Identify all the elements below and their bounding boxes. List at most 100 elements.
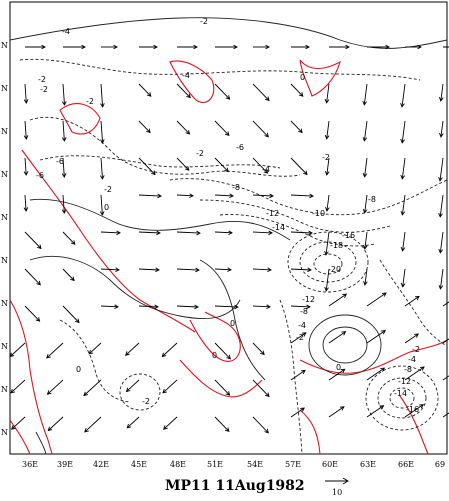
wind-vector	[404, 296, 420, 307]
wind-vector	[290, 332, 307, 344]
wind-vector	[83, 379, 102, 396]
wind-vector	[442, 301, 449, 307]
wind-vector	[290, 407, 305, 418]
wind-vector-head	[301, 369, 306, 375]
contour-ring	[308, 314, 382, 376]
wind-vector	[214, 231, 233, 234]
wind-vector	[62, 231, 76, 245]
wind-vector-head	[70, 240, 76, 245]
wind-vector-head	[385, 44, 390, 50]
wind-vector-head	[125, 387, 131, 393]
wind-vector-head	[70, 276, 75, 282]
lat-tick-label: N	[1, 41, 8, 50]
wind-vector-head	[227, 267, 232, 272]
wind-vector	[325, 268, 330, 291]
wind-vector-head	[269, 193, 274, 199]
wind-vector	[214, 120, 230, 136]
contour-label: -2	[86, 97, 94, 106]
wind-vector	[325, 231, 330, 255]
wind-vector-head	[162, 388, 168, 394]
contour-line	[199, 259, 266, 381]
wind-vector	[252, 305, 271, 308]
wind-vector	[439, 268, 444, 289]
lon-tick-label: 63E	[360, 460, 376, 469]
wind-vector-head	[362, 136, 368, 142]
wind-vector	[62, 305, 80, 323]
wind-vector-head	[260, 350, 265, 356]
wind-vector	[401, 157, 406, 179]
contour-ring	[299, 241, 357, 283]
wind-vector-head	[308, 230, 313, 236]
contours	[9, 17, 448, 455]
wind-vector	[24, 268, 41, 286]
contour-line	[59, 319, 131, 403]
wind-vector	[126, 416, 140, 429]
wind-vector-head	[155, 267, 160, 273]
wind-vector	[24, 157, 27, 176]
contour-label-layer: -4 -2 -2 0 -2 -4 -2 -6 -6 -2 0 -2 -6 -8 …	[36, 17, 420, 414]
contour-line	[29, 116, 301, 177]
wind-vector	[9, 342, 26, 357]
wind-vector-head	[99, 211, 105, 216]
contour-label: -2	[142, 397, 150, 406]
wind-vector	[11, 416, 26, 430]
wind-vector	[176, 305, 199, 308]
wind-vector-head	[115, 267, 120, 273]
contour-line	[9, 17, 448, 49]
wind-vector-head	[88, 349, 94, 355]
wind-vector-head	[9, 352, 15, 358]
lon-tick-label: 45E	[131, 460, 147, 469]
wind-vector-head	[224, 167, 229, 173]
wind-vector-head	[438, 284, 444, 290]
wind-vector-head	[23, 99, 29, 104]
wind-vector	[161, 342, 178, 357]
wind-vector	[401, 120, 406, 143]
wind-vector	[290, 157, 308, 175]
contour-label: -14	[272, 223, 285, 232]
wind-vector	[138, 305, 159, 308]
wind-vector	[62, 268, 75, 281]
wind-vector	[442, 412, 449, 418]
wind-vector	[404, 333, 419, 344]
contour-line	[199, 199, 391, 233]
wind-vector	[214, 194, 234, 197]
wind-vector-head	[126, 423, 132, 429]
contour-label: -6	[56, 157, 64, 166]
wind-vector	[214, 157, 229, 172]
wind-vector	[252, 416, 269, 434]
wind-vector-head	[185, 129, 191, 135]
contour-label: -16	[342, 231, 355, 240]
lat-axis: N N N N N N N N N N	[1, 41, 8, 437]
wind-vector	[214, 83, 230, 100]
wind-vector	[126, 379, 140, 392]
wind-vector	[440, 120, 444, 137]
wind-vector-head	[233, 44, 238, 50]
wind-vector	[125, 342, 140, 356]
wind-vector	[328, 368, 345, 381]
wind-vector	[252, 379, 270, 397]
wind-vector	[363, 83, 368, 105]
wind-vector	[326, 83, 330, 103]
wind-vector-head	[345, 44, 350, 50]
wind-vector-head	[23, 171, 29, 176]
contour-ring	[322, 326, 368, 364]
wind-vector	[252, 342, 265, 355]
wind-vector-head	[47, 426, 53, 432]
wind-vector	[24, 194, 27, 212]
wind-vector	[252, 231, 273, 234]
wind-vector	[138, 120, 151, 133]
lon-tick-label: 57E	[285, 460, 301, 469]
wind-vector-head	[61, 209, 67, 214]
wind-vector	[24, 83, 27, 104]
wind-vector	[24, 305, 40, 322]
wind-vector-head	[324, 250, 329, 256]
wind-vector	[62, 194, 65, 214]
wind-vector	[366, 367, 385, 381]
wind-vector	[290, 268, 312, 271]
wind-vector-head	[400, 174, 405, 180]
plot-frame	[9, 1, 448, 455]
contour-label: -2	[40, 85, 48, 94]
wind-vector	[214, 416, 230, 432]
wind-vector-head	[154, 304, 159, 310]
wind-vector-head	[265, 96, 270, 102]
